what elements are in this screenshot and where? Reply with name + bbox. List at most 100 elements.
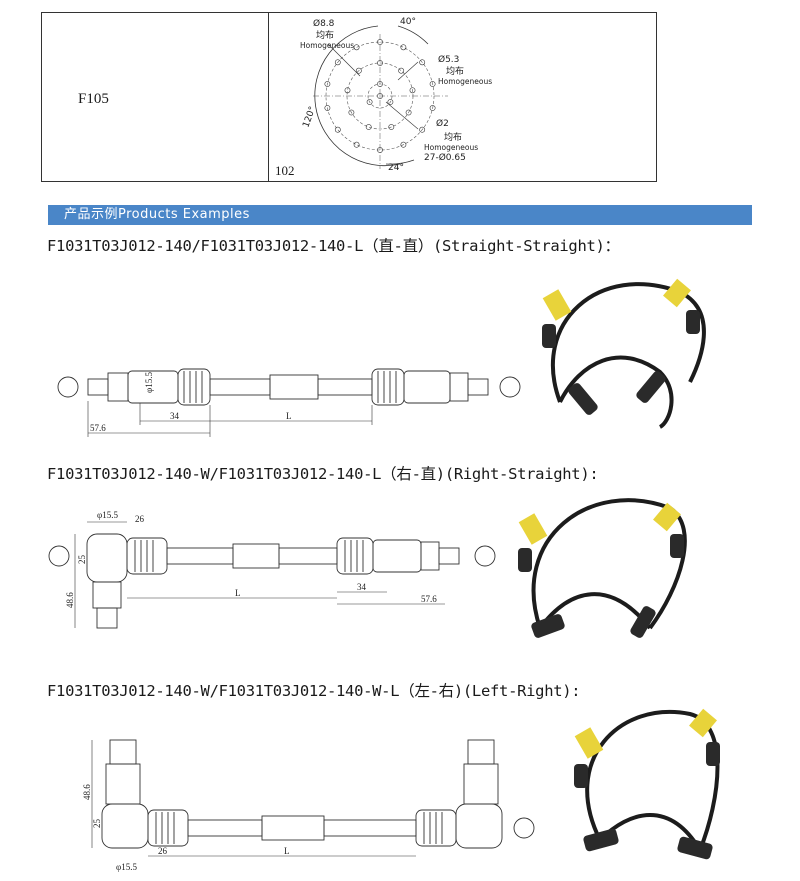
- pin-end-left: [87, 378, 109, 396]
- dim-height: 48.6: [82, 784, 92, 800]
- pin-hole: [365, 124, 372, 130]
- table-divider: [268, 13, 269, 181]
- dim-total: 57.6: [421, 594, 437, 604]
- dim-diameter: φ15.5: [97, 510, 118, 520]
- section-header: 产品示例Products Examples: [48, 205, 752, 225]
- pin-hole: [429, 81, 436, 87]
- cable-left: [209, 378, 271, 396]
- example-2-photo: [518, 498, 687, 638]
- dim-diameter: φ15.5: [144, 372, 154, 393]
- ferrite: [706, 742, 720, 766]
- angled-plug: [677, 836, 713, 860]
- pin-hole: [353, 141, 360, 148]
- label-homogeneous-cn-2: 均布: [446, 65, 464, 77]
- leader-line: [397, 61, 419, 81]
- dim-34: 34: [170, 411, 180, 421]
- cable-right: [323, 819, 417, 837]
- pin-end-right: [438, 547, 460, 565]
- ferrite: [686, 310, 700, 334]
- pin-hole: [429, 105, 436, 111]
- dim-length: L: [235, 588, 241, 598]
- dim-width: 26: [158, 846, 168, 856]
- pin-hole: [334, 126, 341, 133]
- ferrite-sleeve: [261, 815, 325, 841]
- yellow-band: [689, 708, 717, 738]
- boot-left: [177, 368, 211, 406]
- pin-hole: [405, 109, 412, 116]
- dim-length: L: [284, 846, 290, 856]
- dim-25: 25: [77, 555, 87, 565]
- elbow-stem: [92, 581, 122, 609]
- dim-total: 57.6: [90, 423, 106, 433]
- pin-hole: [398, 67, 405, 74]
- cable-left: [187, 819, 263, 837]
- connector-face-left: [57, 376, 79, 398]
- plug: [568, 383, 598, 415]
- nut-right: [420, 541, 440, 571]
- example-1-photo: [542, 278, 706, 429]
- yellow-band: [653, 502, 681, 532]
- dim-width: 26: [135, 514, 145, 524]
- example-3-photo: [574, 708, 720, 860]
- ferrite: [670, 534, 684, 558]
- pin-hole: [419, 59, 426, 66]
- elbow-pin: [96, 607, 118, 629]
- label-homogeneous-en-3: Homogeneous: [424, 143, 478, 152]
- label-pin-spec: 27-Ø0.65: [424, 152, 466, 163]
- cable-right: [317, 378, 373, 396]
- boot-ribs: [183, 371, 397, 403]
- ferrite: [542, 324, 556, 348]
- pin-end-left: [109, 739, 137, 765]
- elbow-body-right: [455, 803, 503, 849]
- yellow-band: [574, 727, 604, 759]
- label-dia-mid: Ø5.3: [438, 54, 459, 65]
- plug: [630, 606, 656, 638]
- label-dia-outer: Ø8.8: [313, 18, 335, 29]
- label-homogeneous-en-2: Homogeneous: [438, 77, 492, 86]
- pin-hole: [377, 81, 383, 87]
- angle-arc-top: [397, 25, 429, 45]
- pin-hole: [377, 39, 383, 45]
- dim-height: 48.6: [65, 592, 75, 608]
- boot-right: [371, 368, 405, 406]
- pin-end-right: [467, 739, 495, 765]
- pin-hole: [366, 99, 373, 105]
- ferrite-sleeve: [269, 374, 319, 400]
- example-1-title: F1031T03J012-140/F1031T03J012-140-L（直-直）…: [47, 237, 620, 255]
- label-homogeneous-cn-1: 均布: [316, 29, 334, 41]
- label-angle-40: 40°: [400, 17, 416, 27]
- example-2-drawing: φ15.5 26 25 48.6 L 34 57.6: [48, 510, 496, 629]
- cable-loop: [538, 592, 652, 630]
- label-homogeneous-cn-3: 均布: [444, 131, 462, 143]
- cable-loop: [585, 710, 720, 851]
- cable-loop: [531, 498, 687, 630]
- nut-left: [107, 372, 129, 402]
- outer-arc: [314, 25, 401, 167]
- angle-arc-bottom: [385, 159, 415, 165]
- plug: [636, 371, 666, 403]
- pin-count: 102: [275, 163, 295, 178]
- pin-hole: [355, 67, 362, 74]
- pin-hole: [344, 87, 351, 94]
- boot-ribs: [155, 812, 443, 844]
- yellow-band: [518, 513, 548, 545]
- connector-face-right: [474, 545, 496, 567]
- pin-hole: [400, 141, 407, 148]
- yellow-band: [542, 289, 572, 321]
- example-1-drawing: φ15.5 34 57.6 L: [57, 368, 521, 437]
- ferrite: [574, 764, 588, 788]
- label-angle-120: 120°: [301, 105, 318, 129]
- ferrite: [518, 548, 532, 572]
- elbow-stem-left: [105, 763, 141, 805]
- connector-face-left: [48, 545, 70, 567]
- pin-hole: [400, 44, 407, 51]
- pin-hole: [348, 109, 355, 116]
- pin-hole: [324, 105, 331, 111]
- connector-face-right: [513, 817, 535, 839]
- pin-holes: [324, 39, 436, 153]
- cable-right: [278, 547, 338, 565]
- connector-face-right: [499, 376, 521, 398]
- pin-hole: [419, 126, 426, 133]
- cable-loop: [558, 355, 674, 429]
- example-3-drawing: 48.6 25 26 L φ15.5: [82, 739, 535, 872]
